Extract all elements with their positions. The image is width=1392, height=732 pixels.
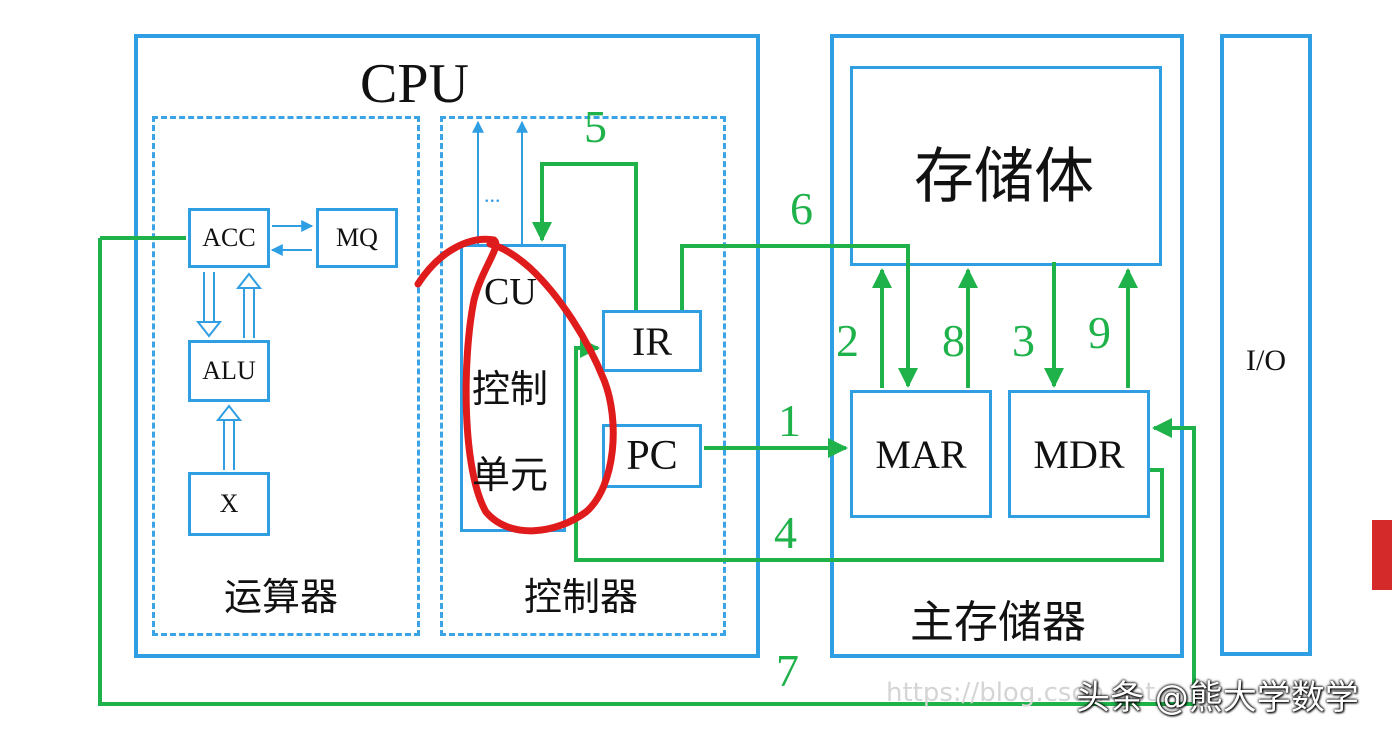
red-corner-marker (1372, 520, 1392, 590)
step-number-4: 4 (774, 507, 797, 558)
cu-ellipsis: ... (484, 182, 501, 207)
alu-group (152, 116, 420, 636)
cu-label-line1: CU (484, 271, 537, 313)
storage-body-label: 存储体 (914, 142, 1094, 212)
flow-7-mdr-to-acc (98, 238, 1196, 706)
mar-register: MAR (850, 390, 992, 518)
step-number-9: 9 (1088, 307, 1111, 358)
flow-5-ir-to-cu (532, 162, 638, 310)
cu-label-line2: 控制 (472, 367, 549, 411)
acc-alu-arrows (195, 272, 263, 338)
io-panel (1220, 34, 1312, 656)
main-memory-panel (830, 34, 1184, 658)
cu-control-signals (472, 120, 528, 244)
acc-register: ACC (188, 208, 270, 268)
step-number-3: 3 (1012, 315, 1035, 366)
acc-label: ACC (202, 223, 256, 252)
mdr-label: MDR (1033, 431, 1125, 477)
alu-label: ALU (202, 356, 256, 385)
ir-register: IR (602, 310, 702, 372)
source-watermark: 头条 @熊大学数学 (1076, 678, 1359, 718)
control-group (440, 116, 726, 636)
faint-url-watermark: https://blog.csdn.net (886, 678, 1156, 708)
pc-label: PC (626, 433, 678, 479)
flow-4-mdr-to-ir (574, 338, 1164, 562)
mdr-register: MDR (1008, 390, 1150, 518)
step-number-2: 2 (836, 315, 859, 366)
step-number-5: 5 (584, 101, 607, 152)
step-number-1: 1 (778, 395, 801, 446)
x-label: X (219, 489, 239, 518)
mq-label: MQ (336, 223, 378, 252)
mar-label: MAR (875, 431, 967, 477)
cpu-title: CPU (360, 53, 469, 115)
cpu-panel (134, 34, 760, 658)
alu-unit: ALU (188, 340, 270, 402)
flow-6-ir-to-mar (680, 244, 918, 388)
main-memory-label: 主存储器 (910, 597, 1086, 648)
cu-highlight-circle (414, 235, 617, 535)
io-label: I/O (1246, 344, 1286, 377)
pc-register: PC (602, 424, 702, 488)
x-alu-arrow (215, 404, 243, 470)
mq-register: MQ (316, 208, 398, 268)
step-number-6: 6 (790, 183, 813, 234)
step-number-8: 8 (942, 315, 965, 366)
control-group-label: 控制器 (524, 575, 639, 619)
acc-mq-arrows (270, 220, 314, 256)
alu-group-label: 运算器 (224, 575, 339, 619)
storage-body (850, 66, 1162, 266)
x-register: X (188, 472, 270, 536)
ir-label: IR (632, 318, 672, 364)
step-number-7: 7 (776, 645, 799, 696)
cu-label-line3: 单元 (472, 453, 549, 497)
